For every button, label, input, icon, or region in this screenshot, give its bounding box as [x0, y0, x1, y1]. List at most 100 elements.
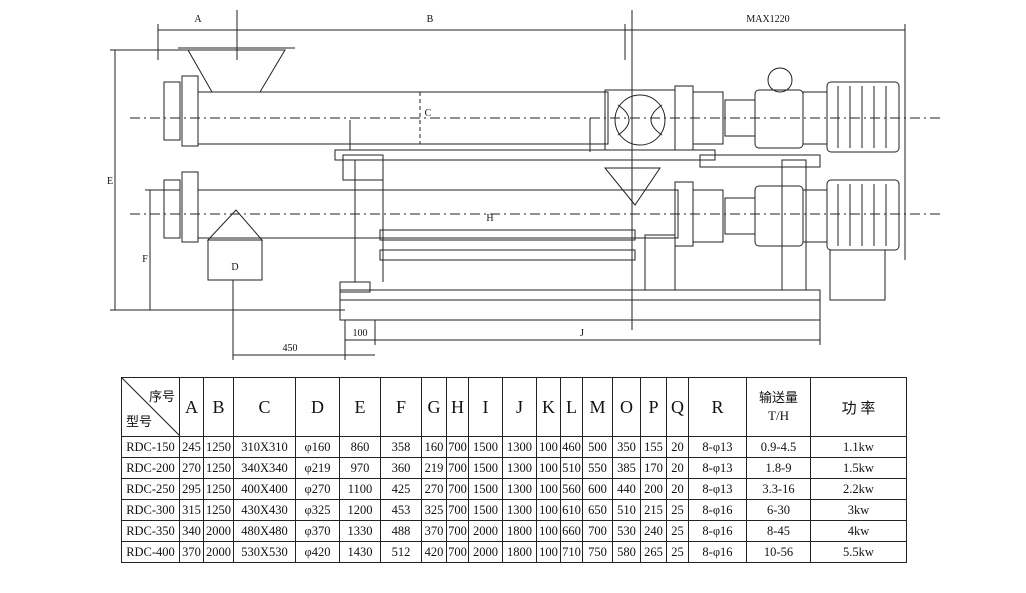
table-cell: 8-φ13: [688, 457, 747, 479]
table-cell: 460: [560, 436, 583, 458]
dim-label-a: A: [194, 14, 202, 25]
table-cell: 1500: [468, 499, 503, 521]
table-cell: 100: [536, 541, 561, 563]
col-header-i: I: [468, 377, 503, 437]
col-header-l: L: [560, 377, 583, 437]
table-cell: 530: [612, 520, 641, 542]
table-cell: φ420: [295, 541, 340, 563]
table-cell: 1500: [468, 457, 503, 479]
power-cell: 5.5kw: [810, 541, 907, 563]
table-cell: 2000: [203, 520, 234, 542]
table-cell: 2000: [468, 541, 503, 563]
table-cell: 600: [582, 478, 613, 500]
dim-label-f: F: [142, 254, 148, 265]
table-cell: 100: [536, 499, 561, 521]
table-cell: 1500: [468, 478, 503, 500]
qty-unit: T/H: [768, 408, 789, 423]
model-cell: RDC-150: [121, 436, 180, 458]
table-cell: 245: [179, 436, 204, 458]
table-cell: φ370: [295, 520, 340, 542]
table-cell: 488: [380, 520, 422, 542]
table-cell: 1800: [502, 520, 537, 542]
table-cell: 100: [536, 457, 561, 479]
table-cell: 453: [380, 499, 422, 521]
table-cell: 750: [582, 541, 613, 563]
table-cell: 25: [666, 499, 689, 521]
table-cell: φ160: [295, 436, 340, 458]
capacity-cell: 6-30: [746, 499, 811, 521]
dim-label-450: 450: [283, 343, 298, 354]
table-cell: 160: [421, 436, 447, 458]
col-header-power: 功 率: [810, 377, 907, 437]
table-cell: 2000: [468, 520, 503, 542]
col-header-k: K: [536, 377, 561, 437]
table-cell: 310X310: [233, 436, 296, 458]
table-cell: 100: [536, 478, 561, 500]
table-cell: 8-φ16: [688, 499, 747, 521]
table-cell: 660: [560, 520, 583, 542]
col-header-q: Q: [666, 377, 689, 437]
table-cell: 430X430: [233, 499, 296, 521]
capacity-cell: 10-56: [746, 541, 811, 563]
spec-table: 序号 型号 A B C D E F G H I J K L M O P Q R …: [121, 377, 907, 563]
table-cell: 700: [446, 457, 469, 479]
table-cell: 1300: [502, 478, 537, 500]
table-cell: 500: [582, 436, 613, 458]
corner-top-label: 序号: [148, 389, 175, 404]
col-header-m: M: [582, 377, 613, 437]
table-header-row: 序号 型号 A B C D E F G H I J K L M O P Q R …: [121, 377, 907, 437]
table-cell: 270: [421, 478, 447, 500]
table-cell: φ270: [295, 478, 340, 500]
table-cell: 8-φ16: [688, 520, 747, 542]
capacity-cell: 8-45: [746, 520, 811, 542]
table-cell: 215: [640, 499, 667, 521]
table-cell: 170: [640, 457, 667, 479]
table-cell: 440: [612, 478, 641, 500]
capacity-cell: 0.9-4.5: [746, 436, 811, 458]
table-cell: 20: [666, 478, 689, 500]
table-cell: 970: [339, 457, 381, 479]
table-cell: 1300: [502, 436, 537, 458]
table-cell: 1300: [502, 499, 537, 521]
table-cell: 710: [560, 541, 583, 563]
table-cell: 350: [612, 436, 641, 458]
table-cell: 200: [640, 478, 667, 500]
table-cell: 700: [582, 520, 613, 542]
model-cell: RDC-200: [121, 457, 180, 479]
power-cell: 4kw: [810, 520, 907, 542]
table-cell: 1200: [339, 499, 381, 521]
table-cell: 240: [640, 520, 667, 542]
table-cell: 340X340: [233, 457, 296, 479]
col-header-f: F: [380, 377, 422, 437]
table-cell: 155: [640, 436, 667, 458]
col-header-j: J: [502, 377, 537, 437]
table-cell: φ325: [295, 499, 340, 521]
corner-header-cell: 序号 型号: [121, 377, 180, 437]
col-header-b: B: [203, 377, 234, 437]
col-header-h: H: [446, 377, 469, 437]
table-cell: 2000: [203, 541, 234, 563]
table-cell: 580: [612, 541, 641, 563]
table-cell: 1500: [468, 436, 503, 458]
table-cell: 700: [446, 499, 469, 521]
dim-label-100: 100: [353, 328, 368, 339]
table-cell: 270: [179, 457, 204, 479]
col-header-p: P: [640, 377, 667, 437]
table-cell: 512: [380, 541, 422, 563]
table-cell: 385: [612, 457, 641, 479]
table-cell: 20: [666, 457, 689, 479]
corner-diagonal: [122, 378, 179, 436]
dim-label-d: D: [231, 262, 238, 273]
table-cell: 340: [179, 520, 204, 542]
power-cell: 2.2kw: [810, 478, 907, 500]
table-cell: 100: [536, 436, 561, 458]
table-cell: 8-φ13: [688, 478, 747, 500]
table-cell: 360: [380, 457, 422, 479]
table-cell: 650: [582, 499, 613, 521]
